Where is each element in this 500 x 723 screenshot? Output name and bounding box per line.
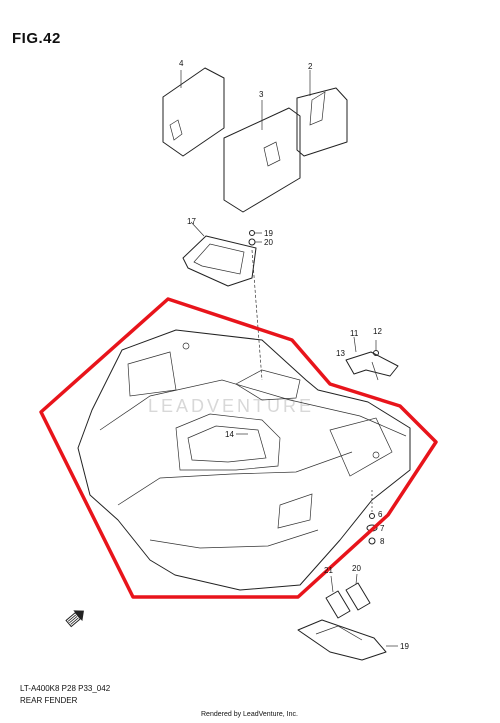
callout-15: 17	[187, 217, 196, 226]
callout-20: 20	[352, 564, 361, 573]
callout-13: 13	[336, 349, 345, 358]
callout-3: 3	[259, 90, 264, 99]
callout-7: 7	[380, 524, 385, 533]
part-16-screw[interactable]	[249, 230, 263, 236]
render-credit: Rendered by LeadVenture, Inc.	[201, 711, 298, 718]
front-arrow-icon	[65, 610, 84, 628]
callout-11: 11	[350, 329, 359, 338]
part-12-screw[interactable]	[373, 340, 379, 356]
part-2-decal[interactable]	[296, 70, 348, 157]
watermark: LEADVENTURE	[148, 396, 314, 416]
part-21-cushion[interactable]	[325, 575, 351, 619]
model-code: LT-A400K8 P28 P33_042	[20, 684, 111, 693]
callout-14: 14	[225, 430, 234, 439]
part-13-bracket[interactable]	[345, 336, 399, 381]
part-8-nut[interactable]	[368, 537, 376, 545]
callout-6: 6	[378, 510, 383, 519]
part-19-mudflap[interactable]	[297, 619, 398, 661]
callout-16: 19	[264, 229, 273, 238]
part-rear-fender[interactable]	[77, 329, 411, 591]
callout-8: 8	[380, 537, 385, 546]
part-3-decal[interactable]	[223, 100, 301, 213]
callout-4: 4	[179, 59, 184, 68]
callout-2: 2	[308, 62, 313, 71]
highlight-outline	[39, 297, 438, 599]
figure-title: FIG.42	[12, 30, 61, 47]
callout-19: 19	[400, 642, 409, 651]
part-20-cushion[interactable]	[345, 573, 371, 611]
callout-17: 20	[264, 238, 273, 247]
callout-21: 21	[324, 566, 333, 575]
part-17-washer[interactable]	[248, 238, 262, 246]
part-name: REAR FENDER	[20, 696, 78, 705]
part-15-cover[interactable]	[182, 221, 257, 287]
part-6-fastener[interactable]	[369, 490, 375, 519]
part-4-decal[interactable]	[162, 67, 225, 157]
callout-12: 12	[373, 327, 382, 336]
